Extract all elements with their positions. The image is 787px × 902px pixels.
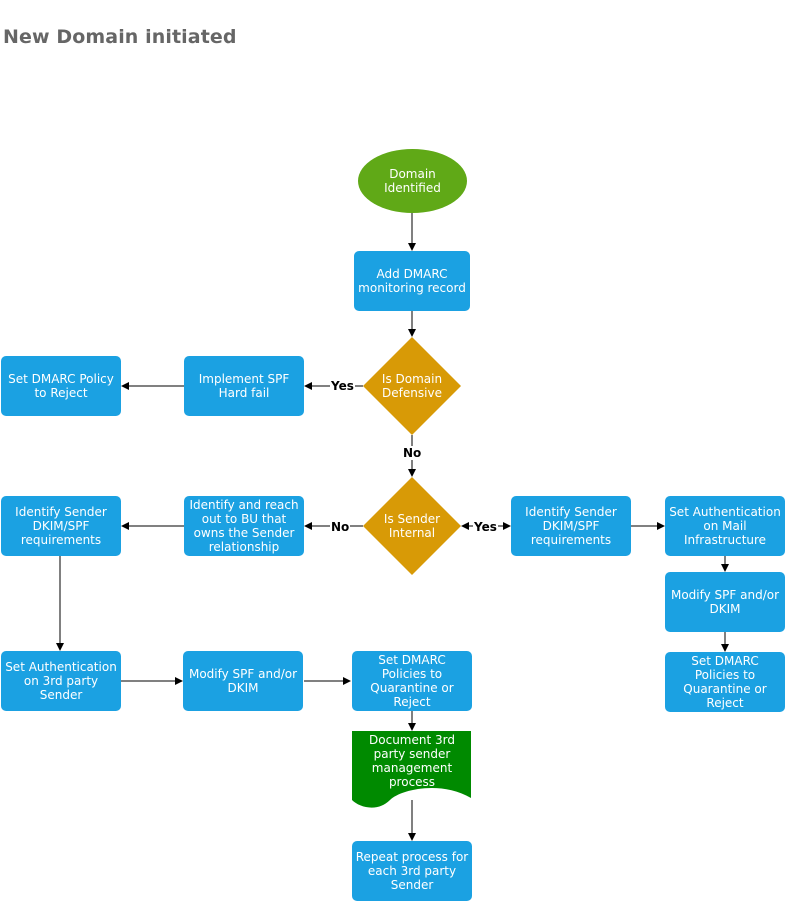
identify-sender-right-box: Identify Sender DKIM/SPF requirements xyxy=(511,496,631,556)
set-dmarc-policies-right-label: Set DMARC Policies to Quarantine or Reje… xyxy=(683,654,767,710)
set-dmarc-reject-box: Set DMARC Policy to Reject xyxy=(1,356,121,416)
edge-label-yes-internal: Yes xyxy=(473,520,498,534)
repeat-process-box: Repeat process for each 3rd party Sender xyxy=(352,841,472,901)
repeat-process-label: Repeat process for each 3rd party Sender xyxy=(355,850,469,892)
document-3rd-party-label: Document 3rd party sender management pro… xyxy=(369,733,455,789)
identify-reach-bu-label: Identify and reach out to BU that owns t… xyxy=(189,498,299,554)
edge-label-yes-defensive: Yes xyxy=(330,379,355,393)
domain-identified-label: Domain Identified xyxy=(384,167,441,195)
modify-spf-right-label: Modify SPF and/or DKIM xyxy=(670,588,780,616)
add-dmarc-label: Add DMARC monitoring record xyxy=(358,267,466,295)
identify-sender-left-box: Identify Sender DKIM/SPF requirements xyxy=(1,496,121,556)
set-dmarc-reject-label: Set DMARC Policy to Reject xyxy=(8,372,114,400)
edge-label-no-internal: No xyxy=(330,520,351,534)
set-auth-3rd-party-box: Set Authentication on 3rd party Sender xyxy=(1,651,121,711)
modify-spf-left-box: Modify SPF and/or DKIM xyxy=(183,651,303,711)
is-domain-defensive-label: Is Domain Defensive xyxy=(381,372,443,400)
implement-spf-box: Implement SPF Hard fail xyxy=(184,356,304,416)
decision-diamond-internal xyxy=(363,477,461,575)
identify-sender-left-label: Identify Sender DKIM/SPF requirements xyxy=(15,505,107,547)
is-sender-internal-label: Is Sender Internal xyxy=(383,512,441,540)
modify-spf-right-box: Modify SPF and/or DKIM xyxy=(665,572,785,632)
set-auth-mail-box: Set Authentication on Mail Infrastructur… xyxy=(665,496,785,556)
document-shape xyxy=(352,731,471,808)
implement-spf-label: Implement SPF Hard fail xyxy=(198,372,290,400)
page-title: New Domain initiated xyxy=(3,26,237,48)
set-dmarc-policies-mid-label: Set DMARC Policies to Quarantine or Reje… xyxy=(370,653,454,709)
set-dmarc-policies-right-box: Set DMARC Policies to Quarantine or Reje… xyxy=(665,652,785,712)
set-auth-mail-label: Set Authentication on Mail Infrastructur… xyxy=(669,505,781,547)
decision-diamond-defensive xyxy=(363,337,461,435)
add-dmarc-monitoring-box: Add DMARC monitoring record xyxy=(354,251,470,311)
modify-spf-left-label: Modify SPF and/or DKIM xyxy=(188,667,298,695)
identify-reach-bu-box: Identify and reach out to BU that owns t… xyxy=(184,496,304,556)
set-auth-3rd-label: Set Authentication on 3rd party Sender xyxy=(5,660,117,702)
edge-label-no-defensive: No xyxy=(402,446,423,460)
start-domain-identified: Domain Identified xyxy=(358,149,467,213)
identify-sender-right-label: Identify Sender DKIM/SPF requirements xyxy=(525,505,617,547)
set-dmarc-policies-mid-box: Set DMARC Policies to Quarantine or Reje… xyxy=(352,651,472,711)
